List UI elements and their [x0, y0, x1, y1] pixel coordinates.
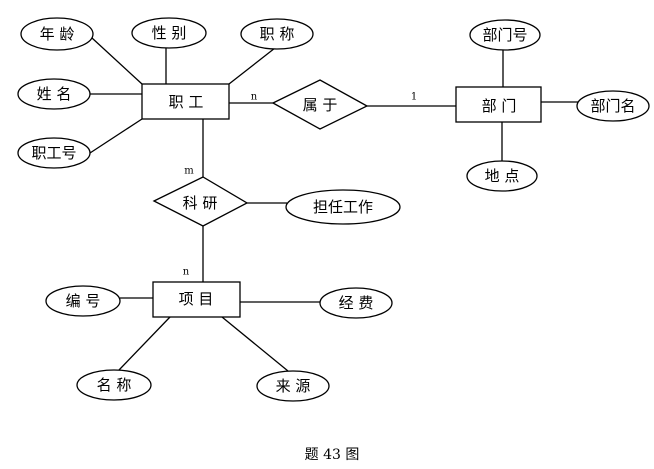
line-employee-age: [91, 37, 143, 85]
attr-employee-id[interactable]: 职工号: [17, 137, 91, 169]
attr-employee-age[interactable]: 年 龄: [20, 17, 94, 51]
attr-department-id[interactable]: 部门号: [469, 19, 541, 51]
attr-project-funding-label: 经 费: [339, 294, 374, 312]
attr-project-source[interactable]: 来 源: [256, 370, 330, 402]
cardinality-employee-belongs: n: [251, 92, 258, 103]
entity-project[interactable]: 项 目: [152, 281, 241, 318]
attr-department-name[interactable]: 部门名: [576, 90, 650, 122]
attr-project-name[interactable]: 名 称: [76, 369, 152, 401]
attr-research-role[interactable]: 担任工作: [285, 189, 401, 225]
cardinality-department-belongs: 1: [411, 92, 417, 103]
line-project-source: [221, 316, 289, 372]
entity-department-label: 部 门: [482, 97, 517, 115]
line-project-name: [118, 316, 171, 371]
cardinality-project-research: n: [183, 267, 190, 278]
relationship-belongs-to[interactable]: 属 于: [271, 79, 369, 130]
relationship-belongs-to-label: 属 于: [303, 96, 338, 114]
attr-employee-age-label: 年 龄: [40, 25, 75, 43]
attr-project-funding[interactable]: 经 费: [319, 287, 393, 319]
attr-department-id-label: 部门号: [482, 26, 527, 44]
attr-employee-name-label: 姓 名: [37, 85, 72, 103]
attr-department-location[interactable]: 地 点: [466, 160, 538, 192]
attr-employee-gender-label: 性 别: [152, 24, 187, 42]
attr-employee-title-label: 职 称: [260, 25, 295, 43]
relationship-research[interactable]: 科 研: [152, 176, 249, 227]
attr-employee-gender[interactable]: 性 别: [131, 17, 207, 49]
entity-department[interactable]: 部 门: [455, 86, 542, 123]
entity-employee-label: 职 工: [169, 93, 204, 111]
attr-project-id[interactable]: 编 号: [45, 285, 121, 317]
attr-employee-id-label: 职工号: [31, 144, 76, 162]
figure-caption: 题 43 图: [305, 447, 360, 463]
attr-project-id-label: 编 号: [66, 292, 101, 310]
relationship-research-label: 科 研: [183, 194, 218, 212]
entity-employee[interactable]: 职 工: [141, 83, 230, 120]
attr-employee-title[interactable]: 职 称: [240, 18, 314, 50]
line-employee-title: [228, 47, 276, 85]
attr-department-location-label: 地 点: [485, 167, 520, 185]
attr-project-source-label: 来 源: [276, 377, 311, 395]
attr-research-role-label: 担任工作: [313, 198, 373, 216]
attr-department-name-label: 部门名: [590, 97, 635, 115]
attr-project-name-label: 名 称: [97, 376, 132, 394]
cardinality-employee-research: m: [184, 166, 194, 177]
attr-employee-name[interactable]: 姓 名: [17, 78, 91, 110]
entity-project-label: 项 目: [179, 290, 214, 308]
line-employee-id: [89, 118, 143, 154]
connectors: [89, 37, 578, 372]
